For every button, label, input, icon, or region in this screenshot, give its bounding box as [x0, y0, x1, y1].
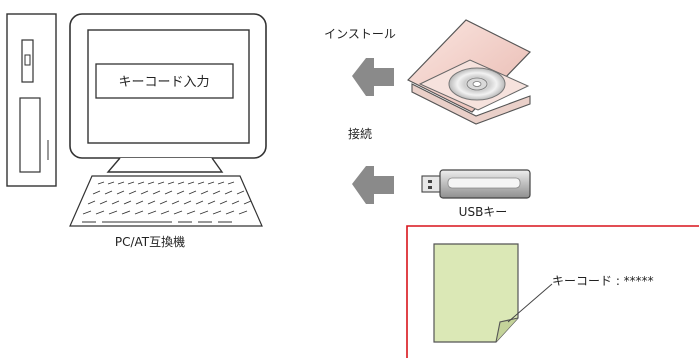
keycode-label: キーコード : ***** [552, 274, 654, 288]
usb-key-icon [421, 169, 531, 199]
install-arrow-icon [352, 58, 394, 96]
keyboard [69, 175, 263, 227]
pc-tower [6, 13, 57, 187]
keycode-input-label: キーコード入力 [118, 75, 209, 90]
cd-case-icon [407, 19, 531, 125]
connect-label: 接続 [348, 126, 372, 141]
callout-line [507, 283, 553, 323]
connect-arrow-icon [352, 166, 394, 204]
computer-label: PC/AT互換機 [115, 234, 185, 249]
keycode-input-box [95, 63, 234, 99]
keycode-frame [406, 225, 699, 358]
monitor [69, 13, 267, 173]
keycode-sheet-icon [433, 243, 519, 343]
install-label: インストール [324, 27, 396, 41]
usb-label: USBキー [459, 205, 508, 219]
